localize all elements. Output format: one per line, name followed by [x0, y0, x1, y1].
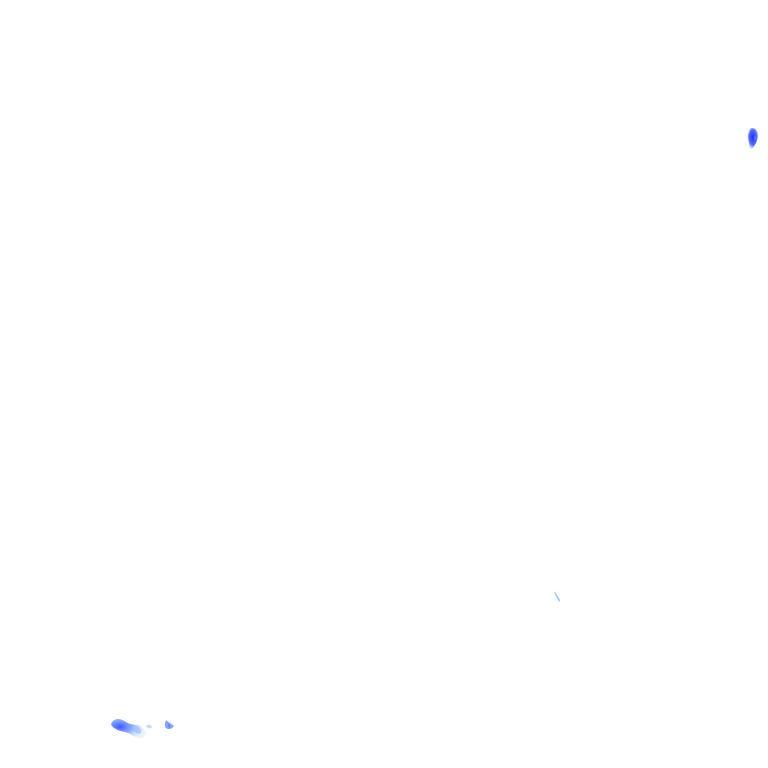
blue-speck-middle: [554, 591, 561, 602]
blue-speck-cluster-bottom-left: [111, 718, 174, 739]
blue-speck-top-right: [747, 128, 759, 149]
